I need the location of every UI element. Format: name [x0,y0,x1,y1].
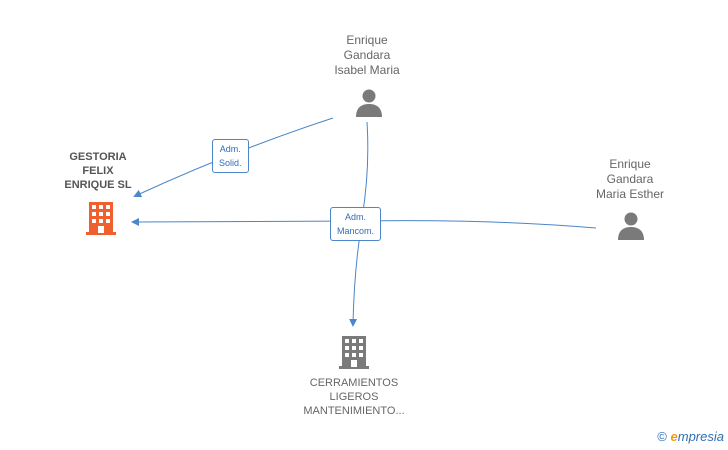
edge-label-adm-solid[interactable]: Adm. Solid. [212,139,249,173]
person-label-line: Gandara [606,172,654,186]
company-label-line: CERRAMIENTOS [309,377,399,389]
company-label-line: LIGEROS [329,391,379,403]
edge-label-line: Solid. [219,158,242,168]
brand-watermark: © empresia [657,429,724,444]
copyright-symbol: © [657,429,667,444]
person-icon[interactable] [616,211,646,241]
company-label-line: GESTORIA [69,151,127,163]
person-label-line: Enrique [346,33,388,47]
edge-junction-to-gestoria [131,217,363,226]
company-label-gestoria: GESTORIA FELIX ENRIQUE SL [48,150,148,192]
brand-logo-text: mpresia [677,429,724,444]
building-icon[interactable] [337,335,371,369]
person-label-line: Maria Esther [595,187,665,201]
company-label-cerramientos: CERRAMIENTOS LIGEROS MANTENIMIENTO... [294,376,414,418]
brand-logo-initial: e [670,429,678,444]
edge-esther-to-junction [361,220,597,229]
edge-label-line: Mancom. [337,226,375,236]
person-label-line: Isabel Maria [334,63,400,77]
building-icon[interactable] [84,201,118,235]
person-icon[interactable] [354,88,384,118]
person-label-isabel: Enrique Gandara Isabel Maria [317,33,417,78]
edge-isabel-to-junction [361,121,369,219]
person-label-esther: Enrique Gandara Maria Esther [580,157,680,202]
company-label-line: FELIX [82,165,114,177]
company-label-line: ENRIQUE SL [64,179,132,191]
edge-label-adm-mancom[interactable]: Adm. Mancom. [330,207,382,241]
edge-label-line: Adm. [219,144,241,154]
edge-label-line: Adm. [345,212,367,222]
person-label-line: Enrique [609,157,651,171]
company-label-line: MANTENIMIENTO... [303,405,405,417]
person-label-line: Gandara [343,48,391,62]
